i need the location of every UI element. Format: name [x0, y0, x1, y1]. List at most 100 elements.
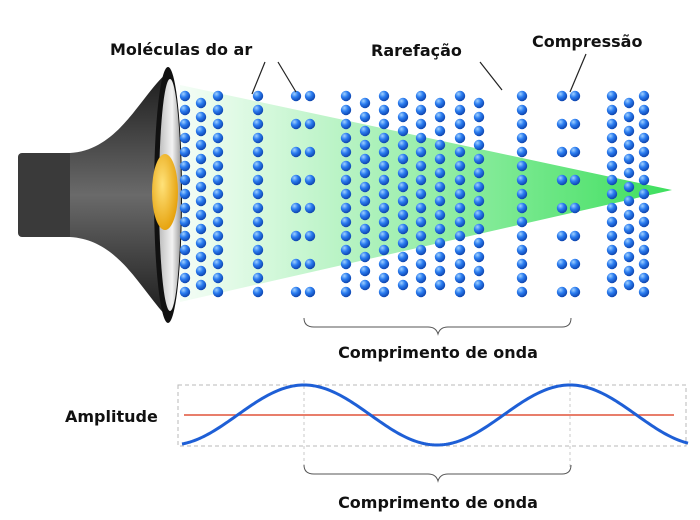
air-molecule: [606, 132, 618, 144]
air-molecule: [638, 244, 650, 256]
air-molecule: [212, 244, 224, 256]
air-molecule: [516, 188, 528, 200]
pointer-air-molecules-1: [251, 61, 266, 95]
air-molecule: [304, 90, 316, 102]
air-molecule: [606, 244, 618, 256]
air-molecule: [623, 125, 635, 137]
air-molecule: [473, 251, 485, 263]
air-molecule: [415, 132, 427, 144]
air-molecule: [397, 237, 409, 249]
air-molecule: [359, 167, 371, 179]
air-molecule: [473, 153, 485, 165]
air-molecule: [179, 202, 191, 214]
air-molecule: [434, 125, 446, 137]
pointer-air-molecules-2: [277, 61, 297, 93]
air-molecule: [340, 132, 352, 144]
air-molecule: [340, 258, 352, 270]
air-molecule: [179, 160, 191, 172]
air-molecule: [179, 244, 191, 256]
air-molecule: [638, 104, 650, 116]
label-air-molecules: Moléculas do ar: [110, 40, 252, 59]
air-molecule: [252, 230, 264, 242]
air-molecule: [623, 111, 635, 123]
air-molecule: [606, 230, 618, 242]
air-molecule: [454, 90, 466, 102]
air-molecule: [378, 202, 390, 214]
air-molecule: [516, 132, 528, 144]
air-molecule: [415, 90, 427, 102]
air-molecule: [340, 244, 352, 256]
air-molecule: [623, 265, 635, 277]
air-molecule: [516, 202, 528, 214]
air-molecule: [516, 146, 528, 158]
air-molecule: [397, 125, 409, 137]
air-molecule: [340, 160, 352, 172]
air-molecule: [623, 195, 635, 207]
air-molecule: [340, 90, 352, 102]
air-molecule: [378, 90, 390, 102]
air-molecule: [454, 118, 466, 130]
air-molecule: [638, 132, 650, 144]
air-molecule: [195, 209, 207, 221]
wave-plot: [177, 380, 689, 470]
air-molecule: [359, 223, 371, 235]
air-molecule: [359, 153, 371, 165]
air-molecule: [638, 174, 650, 186]
air-molecule: [606, 160, 618, 172]
air-molecule: [569, 230, 581, 242]
air-molecule: [415, 160, 427, 172]
air-molecule: [434, 167, 446, 179]
air-molecule: [638, 272, 650, 284]
air-molecule: [434, 209, 446, 221]
air-molecule: [454, 216, 466, 228]
air-molecule: [434, 279, 446, 291]
air-molecule: [516, 160, 528, 172]
air-molecule: [359, 209, 371, 221]
air-molecule: [569, 202, 581, 214]
air-molecule: [340, 188, 352, 200]
air-molecule: [359, 237, 371, 249]
air-molecule: [638, 118, 650, 130]
air-molecule: [473, 265, 485, 277]
air-molecule: [290, 202, 302, 214]
air-molecule: [454, 258, 466, 270]
air-molecule: [212, 174, 224, 186]
air-molecule: [340, 174, 352, 186]
air-molecule: [454, 174, 466, 186]
air-molecule: [212, 230, 224, 242]
air-molecule: [179, 132, 191, 144]
air-molecule: [415, 216, 427, 228]
air-molecule: [473, 209, 485, 221]
air-molecule: [623, 139, 635, 151]
air-molecule: [290, 146, 302, 158]
air-molecule: [179, 104, 191, 116]
air-molecule: [212, 104, 224, 116]
air-molecule: [415, 146, 427, 158]
air-molecule: [569, 286, 581, 298]
air-molecule: [516, 272, 528, 284]
air-molecule: [638, 90, 650, 102]
air-molecule: [195, 125, 207, 137]
air-molecule: [623, 153, 635, 165]
air-molecule: [638, 188, 650, 200]
air-molecule: [179, 230, 191, 242]
air-molecule: [252, 188, 264, 200]
label-wavelength-bottom: Comprimento de onda: [338, 493, 538, 512]
air-molecule: [638, 286, 650, 298]
air-molecule: [454, 230, 466, 242]
air-molecule: [434, 139, 446, 151]
label-compression: Compressão: [532, 32, 642, 51]
air-molecule: [340, 286, 352, 298]
air-molecule: [252, 286, 264, 298]
air-molecule: [556, 174, 568, 186]
air-molecules: [179, 90, 650, 298]
air-molecule: [569, 258, 581, 270]
air-molecule: [378, 146, 390, 158]
air-molecule: [434, 111, 446, 123]
air-molecule: [606, 174, 618, 186]
air-molecule: [415, 272, 427, 284]
pointer-compression: [569, 53, 587, 93]
air-molecule: [623, 279, 635, 291]
